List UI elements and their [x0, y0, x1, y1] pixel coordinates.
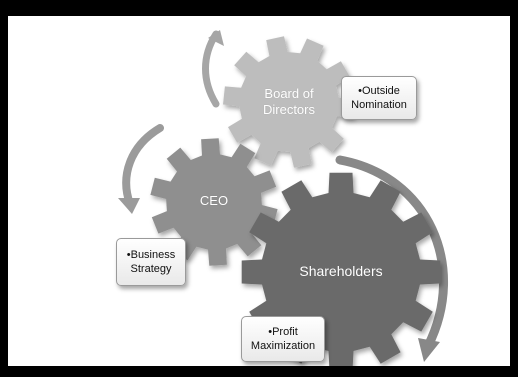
gear-diagram — [118, 30, 448, 366]
arrow-top-head-icon — [208, 30, 224, 46]
arrow-top-icon — [202, 30, 220, 108]
ceo-gear-label: CEO — [199, 193, 229, 208]
board-note: •Outside Nomination — [341, 76, 417, 120]
ceo-note: •Business Strategy — [116, 238, 186, 286]
arrow-right-head-icon — [418, 338, 440, 362]
shareholders-gear-label: Shareholders — [299, 263, 383, 279]
arrow-left-head-icon — [118, 198, 140, 214]
ceo-gear-icon — [150, 138, 278, 266]
arrow-left-icon — [122, 124, 164, 208]
arrow-right-icon — [335, 155, 448, 351]
shareholders-note: •Profit Maximization — [241, 316, 325, 362]
diagram-frame: Board of Directors CEO Shareholders •Out… — [8, 16, 510, 366]
board-gear-label: Board of Directors — [262, 86, 315, 117]
board-gear-icon — [223, 36, 355, 168]
